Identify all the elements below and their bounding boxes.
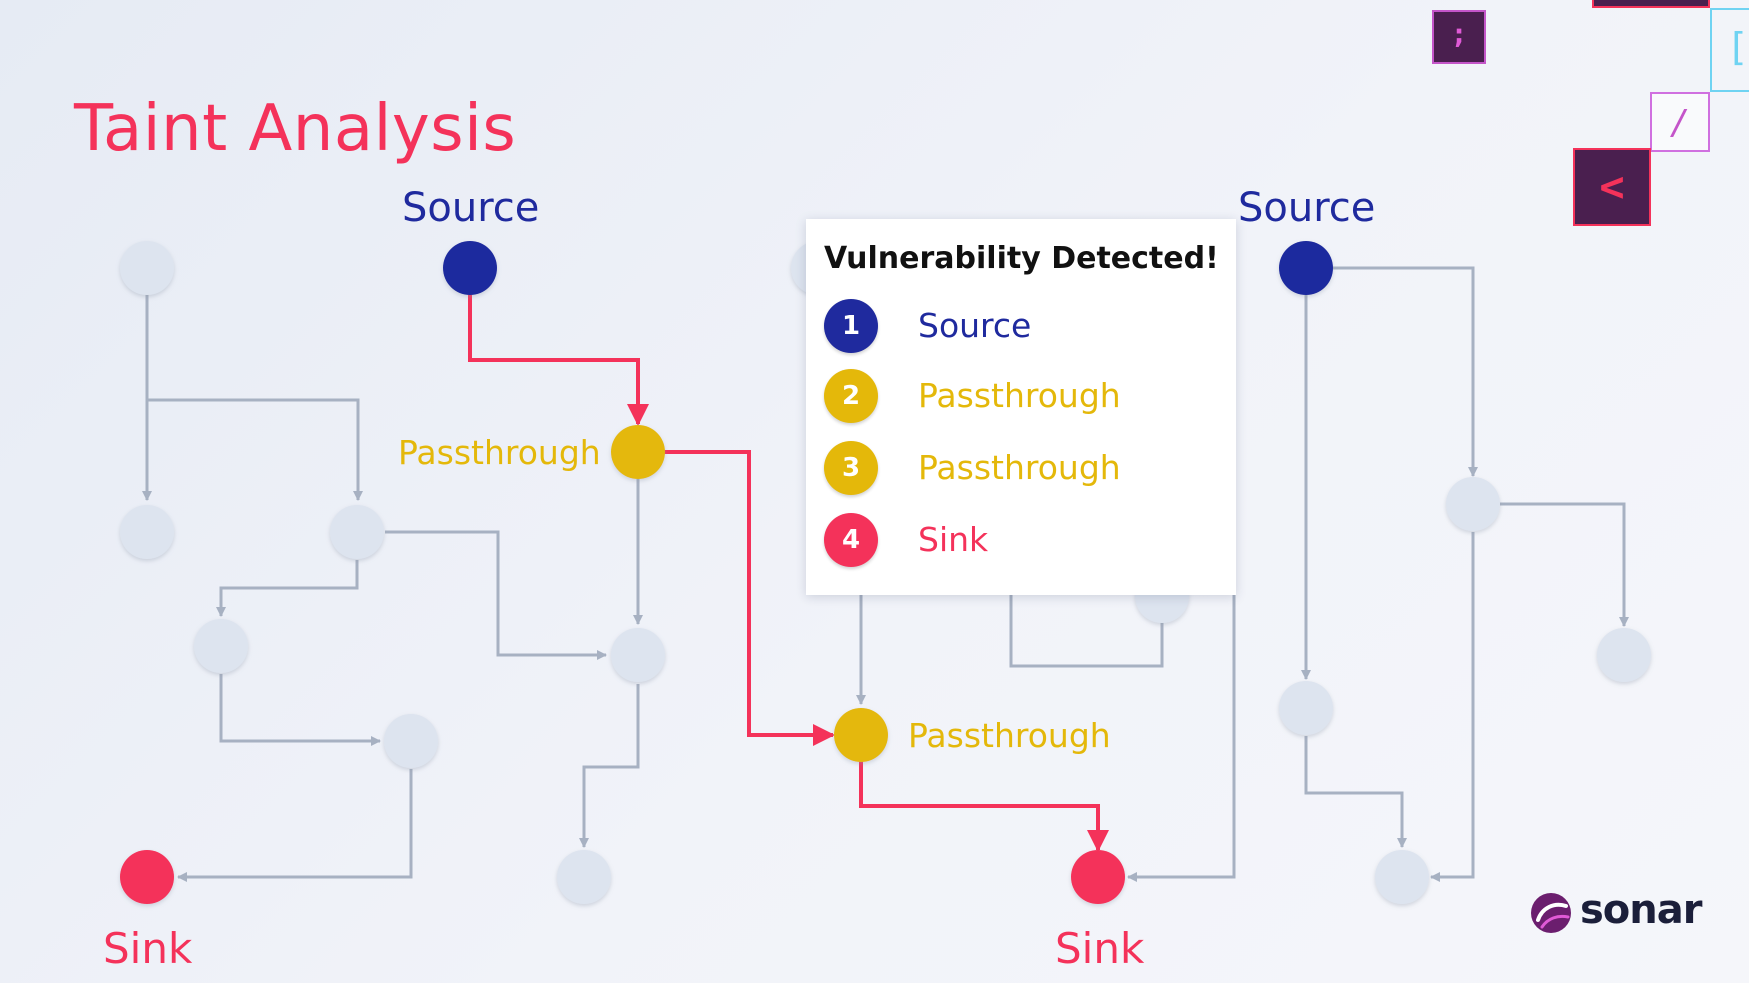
edge — [579, 684, 640, 848]
bracket-glyph: [ — [1726, 25, 1749, 69]
edge — [177, 769, 413, 882]
vulnerability-panel: Vulnerability Detected! 1 Source 2 Passt… — [806, 219, 1236, 595]
slash-tile: / — [1650, 92, 1710, 152]
passthrough-node — [834, 708, 888, 762]
node — [557, 850, 611, 904]
step-label: Source — [918, 306, 1032, 345]
source-label: Source — [1238, 185, 1376, 231]
node — [120, 505, 174, 559]
step-label: Passthrough — [918, 376, 1121, 415]
step-item: 3 Passthrough — [824, 441, 1224, 497]
sink-label: Sink — [1055, 924, 1145, 973]
node — [611, 628, 665, 682]
step-item: 2 Passthrough — [824, 369, 1224, 425]
passthrough-label: Passthrough — [908, 716, 1111, 755]
taint-path — [468, 294, 1109, 852]
node — [120, 241, 174, 295]
source-label: Source — [402, 185, 540, 231]
bracket-tile: [ — [1710, 8, 1749, 92]
edge — [147, 398, 363, 501]
source-node — [1279, 241, 1333, 295]
sink-label: Sink — [103, 924, 193, 973]
edge — [1333, 266, 1478, 477]
taint-edge — [664, 450, 835, 746]
edge — [1304, 736, 1407, 848]
edge — [1500, 502, 1629, 627]
step-item: 4 Sink — [824, 513, 1224, 569]
logo-text: sonar — [1580, 887, 1702, 933]
gray-edges — [142, 266, 1629, 882]
edge — [1430, 532, 1475, 882]
step-number-badge: 2 — [824, 369, 878, 423]
node — [194, 619, 248, 673]
sonar-logo: sonar — [1528, 890, 1708, 940]
edge — [219, 674, 381, 746]
panel-title: Vulnerability Detected! — [824, 241, 1219, 276]
taint-edge — [859, 760, 1109, 852]
source-node — [443, 241, 497, 295]
semicolon-tile: ; — [1432, 10, 1486, 64]
node — [1446, 477, 1500, 531]
highlighted-nodes — [120, 241, 1333, 904]
page-title: Taint Analysis — [74, 92, 517, 166]
taint-edge — [468, 294, 649, 426]
edge — [385, 530, 607, 660]
step-label: Passthrough — [918, 448, 1121, 487]
step-item: 1 Source — [824, 299, 1224, 355]
step-label: Sink — [918, 520, 989, 559]
step-number-badge: 3 — [824, 441, 878, 495]
sink-node — [120, 850, 174, 904]
node — [1597, 628, 1651, 682]
step-number-badge: 1 — [824, 299, 878, 353]
decorative-bar — [1592, 0, 1710, 8]
node — [384, 714, 438, 768]
sonar-mark-icon — [1531, 893, 1571, 933]
step-number-badge: 4 — [824, 513, 878, 567]
edge — [1127, 595, 1236, 882]
slash-glyph: / — [1669, 103, 1691, 143]
node — [330, 505, 384, 559]
passthrough-label: Passthrough — [398, 433, 601, 472]
edge — [1009, 595, 1164, 668]
passthrough-node — [611, 425, 665, 479]
node — [1279, 681, 1333, 735]
less-than-tile: < — [1573, 148, 1651, 226]
less-than-glyph: < — [1599, 162, 1625, 211]
sink-node — [1071, 850, 1125, 904]
node — [1375, 850, 1429, 904]
semicolon-glyph: ; — [1450, 17, 1468, 50]
edge — [216, 560, 359, 617]
gray-nodes — [120, 241, 1651, 904]
